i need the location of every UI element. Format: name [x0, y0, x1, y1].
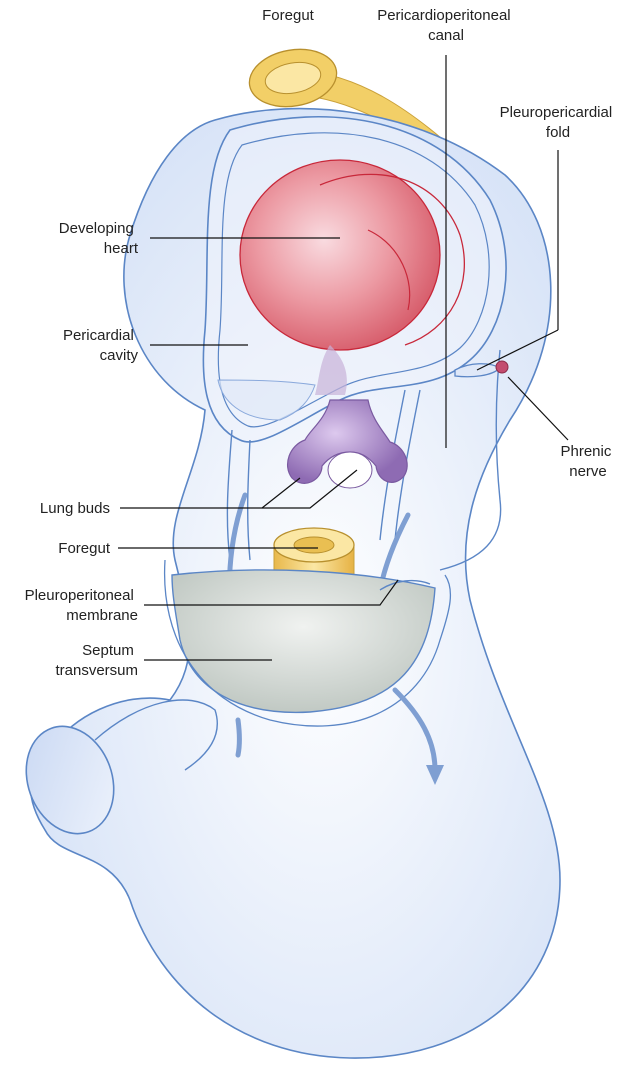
label-developing-heart: Developing heart	[59, 220, 139, 257]
label-foregut-middle: Foregut	[58, 540, 111, 557]
descending-arrow-left	[238, 720, 240, 755]
label-phrenic-nerve: Phrenic nerve	[560, 443, 615, 480]
label-foregut-top: Foregut	[262, 7, 315, 24]
foregut-top	[245, 43, 341, 113]
label-lung-buds: Lung buds	[40, 500, 110, 517]
label-pericardial-cavity: Pericardial cavity	[63, 327, 139, 364]
label-pericardioperitoneal-canal: Pericardioperitoneal canal	[377, 7, 515, 44]
label-septum-transversum: Septum transversum	[55, 642, 138, 679]
phrenic-nerve	[496, 361, 508, 373]
label-pleuropericardial-fold: Pleuropericardial fold	[500, 104, 617, 141]
label-pleuroperitoneal-membrane: Pleuroperitoneal membrane	[25, 587, 138, 624]
